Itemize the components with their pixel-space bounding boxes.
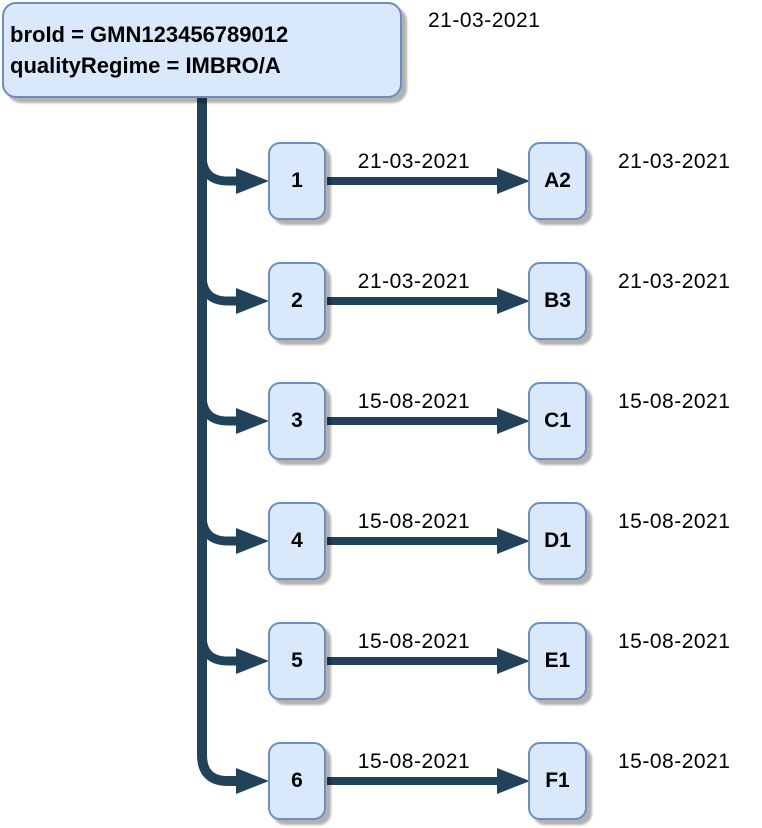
edge-date-label: 21-03-2021 — [357, 150, 471, 173]
edge-date-label: 15-08-2021 — [357, 750, 471, 773]
side-date-label: 15-08-2021 — [618, 750, 731, 773]
side-date-label: 15-08-2021 — [618, 510, 731, 533]
branch-arrowhead-icon — [236, 168, 269, 194]
diagram-row: 3 15-08-2021 C1 15-08-2021 — [0, 382, 762, 460]
source-node-label: 5 — [291, 649, 303, 672]
branch-arrowhead-icon — [236, 528, 269, 554]
target-node-label: D1 — [544, 529, 571, 552]
target-node-label: B3 — [544, 289, 571, 312]
diagram-row: 6 15-08-2021 F1 15-08-2021 — [0, 742, 762, 820]
edge-date-label: 15-08-2021 — [357, 630, 471, 653]
side-date-label: 21-03-2021 — [618, 270, 731, 293]
source-node: 3 — [268, 382, 326, 460]
link-arrowhead-icon — [497, 288, 530, 314]
source-node: 4 — [268, 502, 326, 580]
source-node: 6 — [268, 742, 326, 820]
target-node: F1 — [528, 742, 587, 820]
source-node-label: 3 — [291, 409, 303, 432]
trunk-edge — [197, 95, 238, 786]
target-node-label: E1 — [544, 649, 571, 672]
target-node-label: A2 — [544, 169, 571, 192]
side-date-label: 15-08-2021 — [618, 390, 731, 413]
target-node: E1 — [528, 622, 587, 700]
source-node-label: 2 — [291, 289, 303, 312]
source-node-label: 4 — [291, 529, 303, 552]
source-node: 1 — [268, 142, 326, 220]
side-date-label: 21-03-2021 — [618, 150, 731, 173]
root-node-id-text: broId = GMN123456789012 — [10, 22, 289, 47]
link-arrowhead-icon — [497, 768, 530, 794]
target-node-label: F1 — [545, 769, 570, 792]
edge-date-label: 15-08-2021 — [357, 390, 471, 413]
source-node: 5 — [268, 622, 326, 700]
branch-arrowhead-icon — [236, 648, 269, 674]
diagram-row: 4 15-08-2021 D1 15-08-2021 — [0, 502, 762, 580]
diagram-row: 5 15-08-2021 E1 15-08-2021 — [0, 622, 762, 700]
root-node: broId = GMN123456789012 qualityRegime = … — [2, 2, 402, 98]
root-date-label: 21-03-2021 — [428, 9, 541, 32]
source-node-label: 1 — [291, 169, 303, 192]
side-date-label: 15-08-2021 — [618, 630, 731, 653]
branch-arrowhead-icon — [236, 408, 269, 434]
link-arrowhead-icon — [497, 648, 530, 674]
root-node-regime-text: qualityRegime = IMBRO/A — [10, 53, 281, 78]
link-arrowhead-icon — [497, 528, 530, 554]
link-arrowhead-icon — [497, 408, 530, 434]
diagram-row: 1 21-03-2021 A2 21-03-2021 — [0, 142, 762, 220]
edge-date-label: 15-08-2021 — [357, 510, 471, 533]
edge-date-label: 21-03-2021 — [357, 270, 471, 293]
link-arrowhead-icon — [497, 168, 530, 194]
branch-arrowhead-icon — [236, 288, 269, 314]
source-node-label: 6 — [291, 769, 303, 792]
branch-arrowhead-icon — [236, 768, 269, 794]
target-node: A2 — [528, 142, 587, 220]
target-node-label: C1 — [544, 409, 571, 432]
source-node: 2 — [268, 262, 326, 340]
target-node: C1 — [528, 382, 587, 460]
target-node: B3 — [528, 262, 587, 340]
target-node: D1 — [528, 502, 587, 580]
diagram-row: 2 21-03-2021 B3 21-03-2021 — [0, 262, 762, 340]
